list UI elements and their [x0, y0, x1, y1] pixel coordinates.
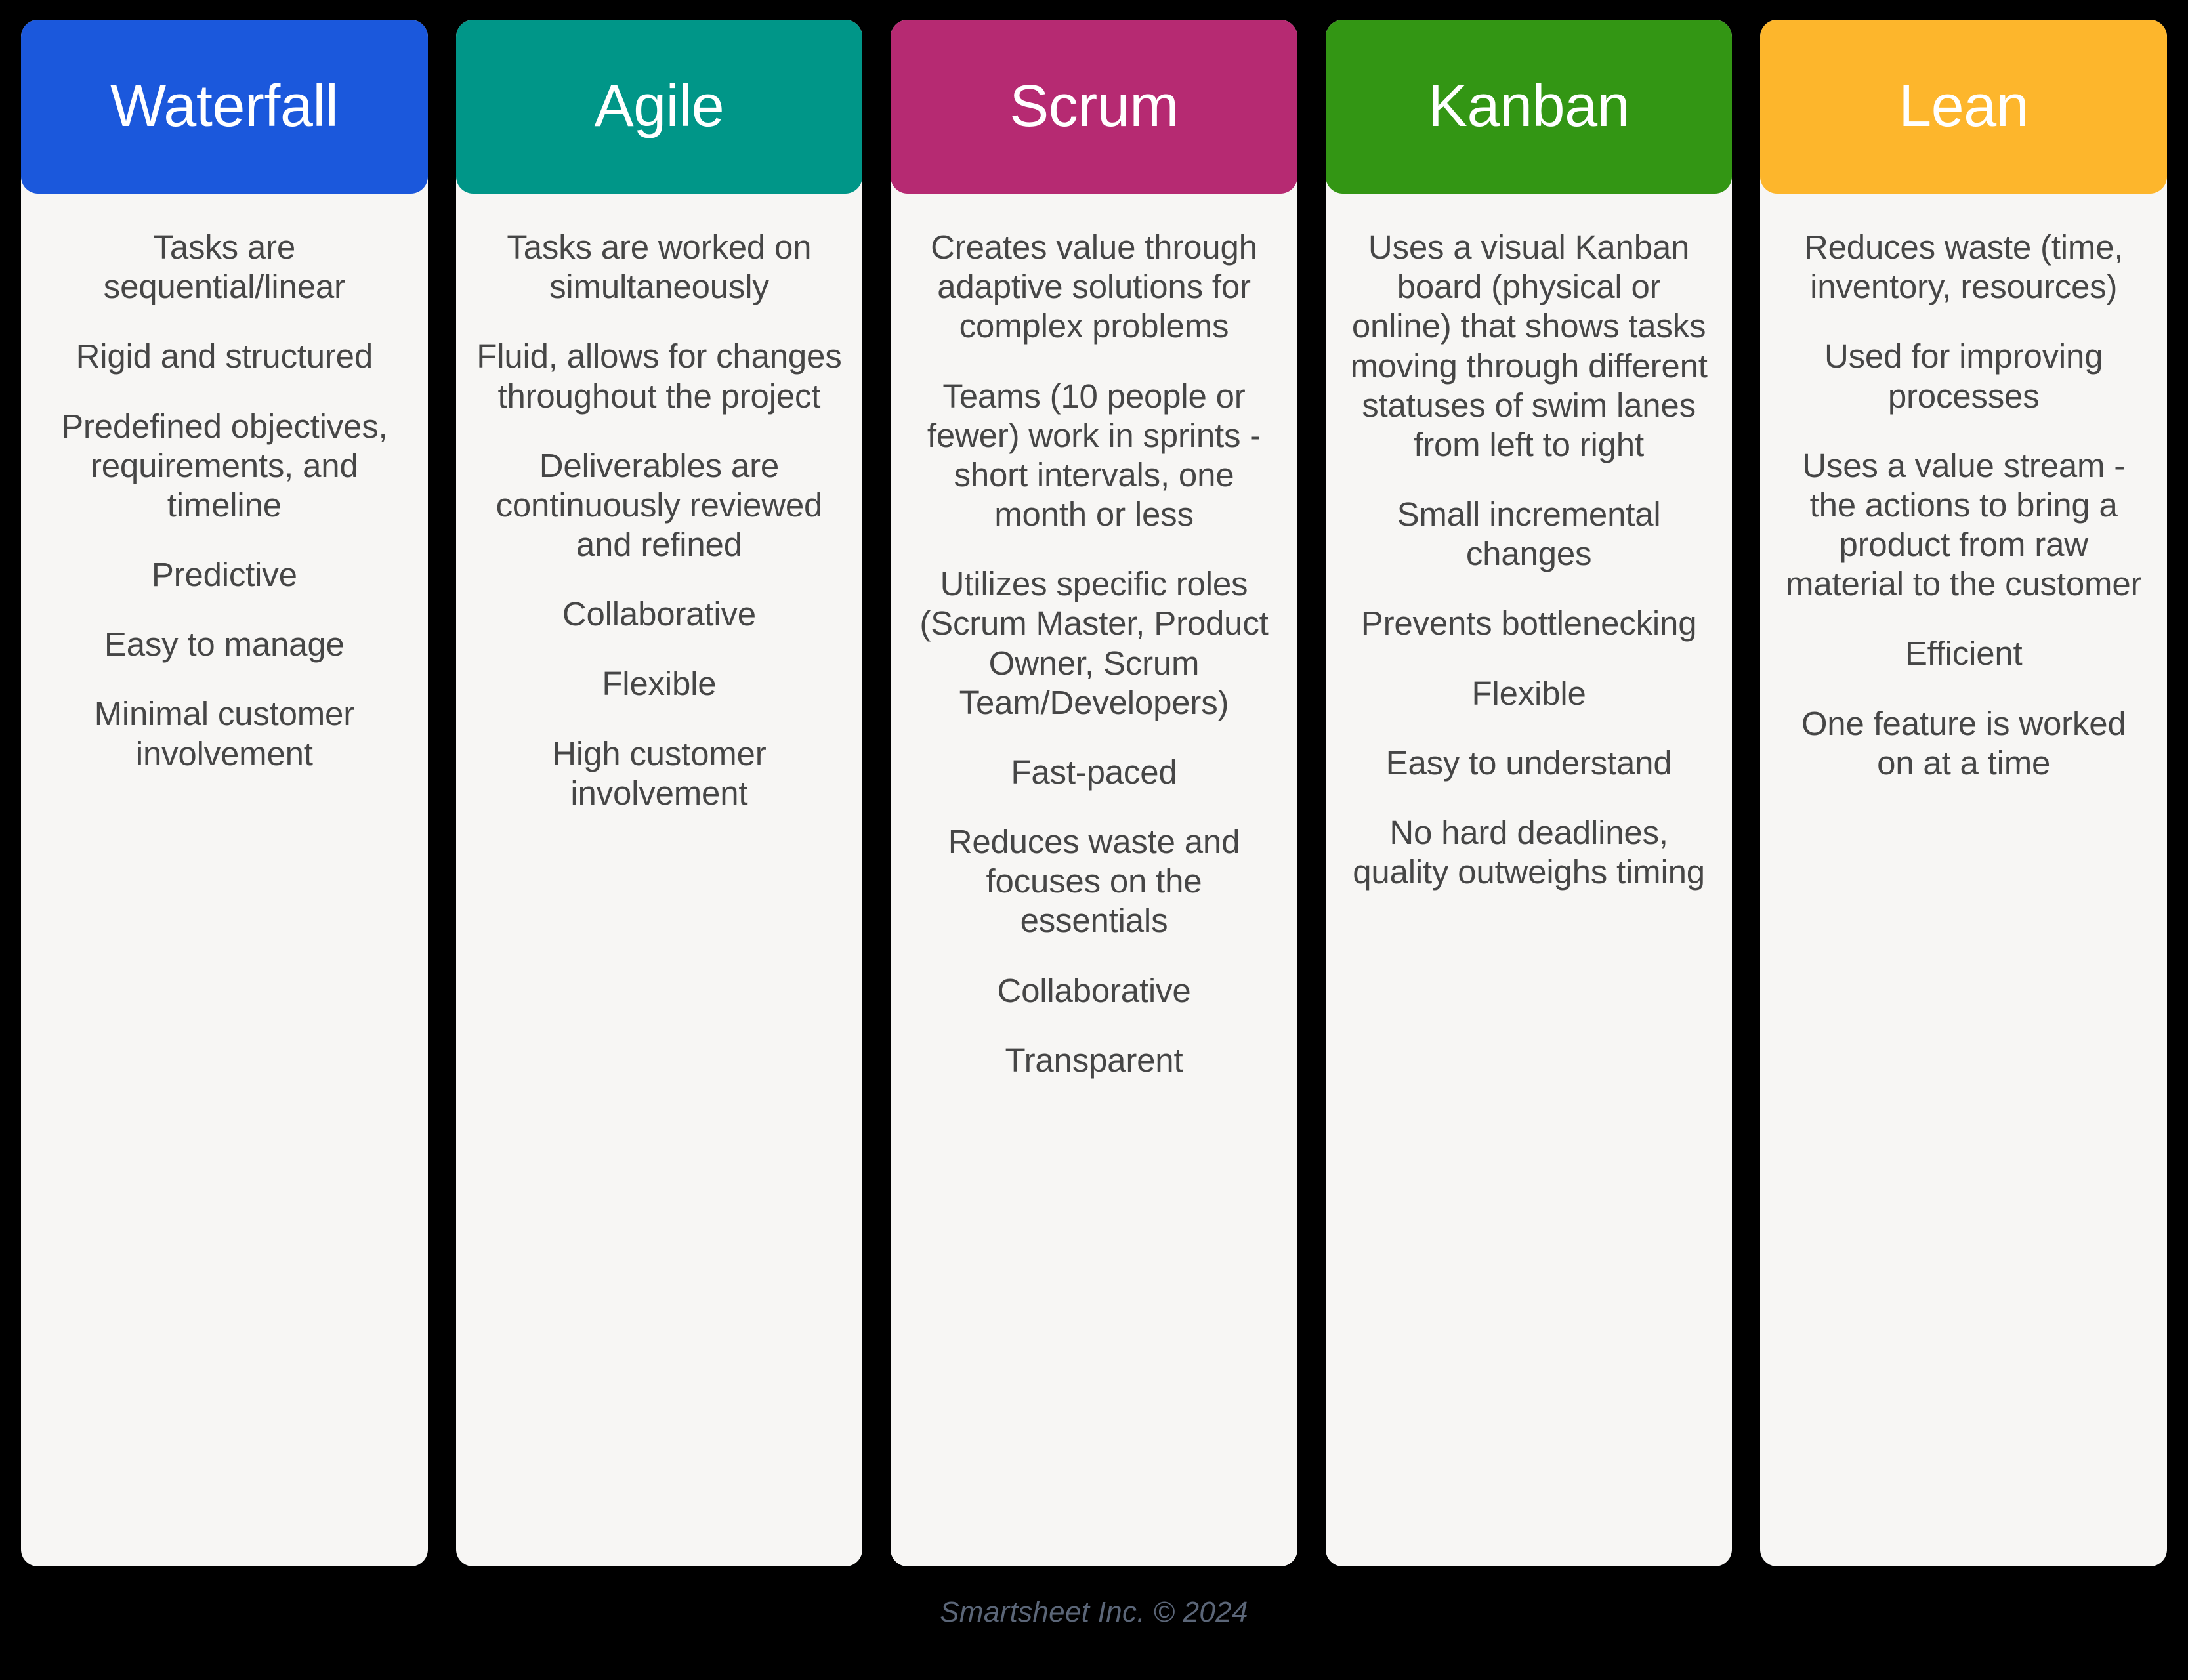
column-title-lean: Lean — [1899, 74, 2029, 140]
bullet-item: Small incremental changes — [1397, 495, 1661, 573]
bullet-item: Reduces waste (time, inventory, resource… — [1803, 228, 2124, 306]
column-body-waterfall: Tasks are sequential/linear Rigid and st… — [21, 194, 428, 1566]
bullet-item: Tasks are sequential/linear — [103, 228, 345, 306]
bullet-item: Fluid, allows for changes throughout the… — [476, 337, 842, 415]
bullet-item: Flexible — [602, 665, 717, 703]
column-header-lean: Lean — [1760, 20, 2167, 194]
column-header-waterfall: Waterfall — [21, 20, 428, 194]
bullet-item: Fast-paced — [1011, 753, 1177, 791]
column-header-kanban: Kanban — [1325, 20, 1733, 194]
bullet-item: Efficient — [1904, 635, 2023, 673]
methodology-column-waterfall: Waterfall Tasks are sequential/linear Ri… — [21, 20, 428, 1566]
column-title-agile: Agile — [594, 74, 725, 140]
methodology-column-lean: Lean Reduces waste (time, inventory, res… — [1760, 20, 2167, 1566]
bullet-item: Transparent — [1005, 1041, 1183, 1079]
column-body-scrum: Creates value through adaptive solutions… — [891, 194, 1297, 1566]
methodology-column-scrum: Scrum Creates value through adaptive sol… — [891, 20, 1297, 1566]
bullet-item: Uses a visual Kanban board (physical or … — [1350, 228, 1708, 463]
bullet-item: Easy to manage — [104, 625, 345, 663]
bullet-item: Collaborative — [997, 971, 1191, 1009]
footer: Smartsheet Inc. © 2024 — [0, 1596, 2188, 1629]
column-body-kanban: Uses a visual Kanban board (physical or … — [1326, 194, 1733, 1566]
column-title-waterfall: Waterfall — [110, 74, 339, 140]
bullet-item: Tasks are worked on simultaneously — [507, 228, 812, 306]
column-title-scrum: Scrum — [1009, 74, 1179, 140]
column-header-scrum: Scrum — [891, 20, 1297, 194]
bullet-item: Predefined objectives, requirements, and… — [61, 407, 388, 524]
bullet-item: Creates value through adaptive solutions… — [931, 228, 1257, 345]
bullet-item: Reduces waste and focuses on the essenti… — [948, 823, 1240, 940]
bullet-item: Flexible — [1471, 674, 1586, 712]
bullet-item: Uses a value stream - the actions to bri… — [1786, 446, 2142, 603]
copyright-text: Smartsheet Inc. © 2024 — [940, 1596, 1248, 1628]
bullet-item: Minimal customer involvement — [94, 695, 355, 772]
bullet-item: Utilizes specific roles (Scrum Master, P… — [919, 565, 1269, 721]
bullet-item: Easy to understand — [1385, 744, 1672, 782]
bullet-item: One feature is worked on at a time — [1801, 704, 2126, 782]
bullet-item: No hard deadlines, quality outweighs tim… — [1353, 813, 1705, 891]
bullet-item: Predictive — [151, 556, 297, 594]
column-body-lean: Reduces waste (time, inventory, resource… — [1760, 194, 2167, 1566]
column-title-kanban: Kanban — [1427, 74, 1630, 140]
methodology-column-agile: Agile Tasks are worked on simultaneously… — [455, 20, 863, 1566]
bullet-item: Collaborative — [562, 595, 756, 633]
bullet-item: Deliverables are continuously reviewed a… — [495, 446, 823, 564]
bullet-item: Used for improving processes — [1824, 337, 2103, 415]
column-body-agile: Tasks are worked on simultaneously Fluid… — [456, 194, 863, 1566]
methodology-columns: Waterfall Tasks are sequential/linear Ri… — [21, 20, 2167, 1566]
bullet-item: Rigid and structured — [75, 337, 373, 375]
bullet-item: High customer involvement — [552, 734, 767, 812]
bullet-item: Prevents bottlenecking — [1360, 604, 1697, 642]
column-header-agile: Agile — [455, 20, 863, 194]
bullet-item: Teams (10 people or fewer) work in sprin… — [927, 377, 1261, 534]
methodology-column-kanban: Kanban Uses a visual Kanban board (physi… — [1325, 20, 1733, 1566]
